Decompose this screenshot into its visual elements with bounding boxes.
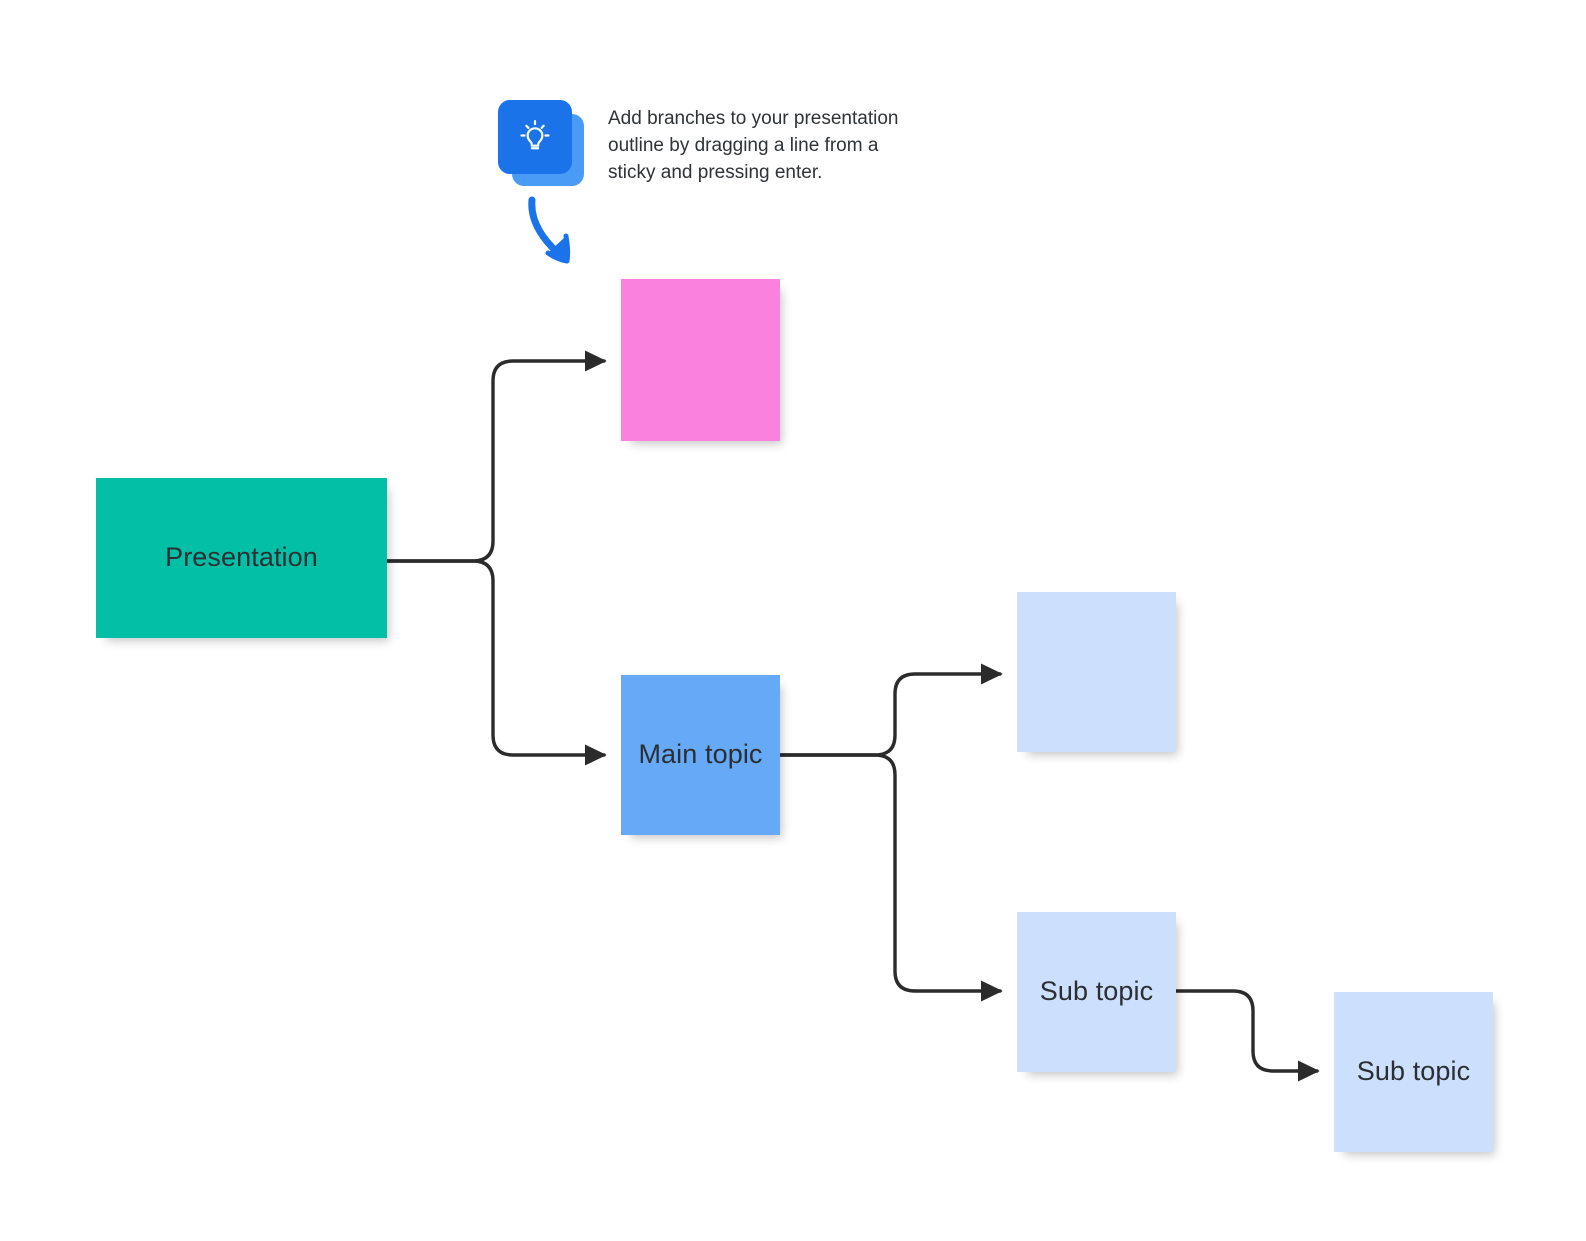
connector-sub-topic-1-to-sub-topic-2: [1174, 989, 1320, 1082]
connector-main-topic-to-lightblue: [778, 663, 1003, 757]
sticky-note-presentation[interactable]: Presentation: [96, 478, 387, 638]
connector-presentation-to-main-topic: [385, 559, 607, 766]
lightbulb-icon: [520, 119, 550, 150]
sticky-note-main-topic[interactable]: Main topic: [621, 675, 780, 835]
tip-icon-group[interactable]: [498, 100, 584, 186]
tip-icon-front-square: [498, 100, 572, 174]
sticky-note-label: Main topic: [638, 739, 763, 770]
sticky-note-label: Sub topic: [1039, 976, 1154, 1007]
sticky-note-sub-topic-1[interactable]: Sub topic: [1017, 912, 1176, 1072]
sticky-note-label: Sub topic: [1356, 1056, 1471, 1087]
sticky-note-pink-empty[interactable]: [621, 279, 780, 441]
connector-presentation-to-pink: [385, 350, 607, 563]
curved-arrow-down-icon: [528, 196, 571, 264]
sticky-note-sub-topic-2[interactable]: Sub topic: [1334, 992, 1493, 1152]
sticky-note-label: Presentation: [165, 542, 318, 573]
sticky-note-lightblue-empty[interactable]: [1017, 592, 1176, 752]
tip-text: Add branches to your presentation outlin…: [608, 108, 899, 183]
connector-main-topic-to-sub-topic-1: [778, 753, 1003, 1002]
